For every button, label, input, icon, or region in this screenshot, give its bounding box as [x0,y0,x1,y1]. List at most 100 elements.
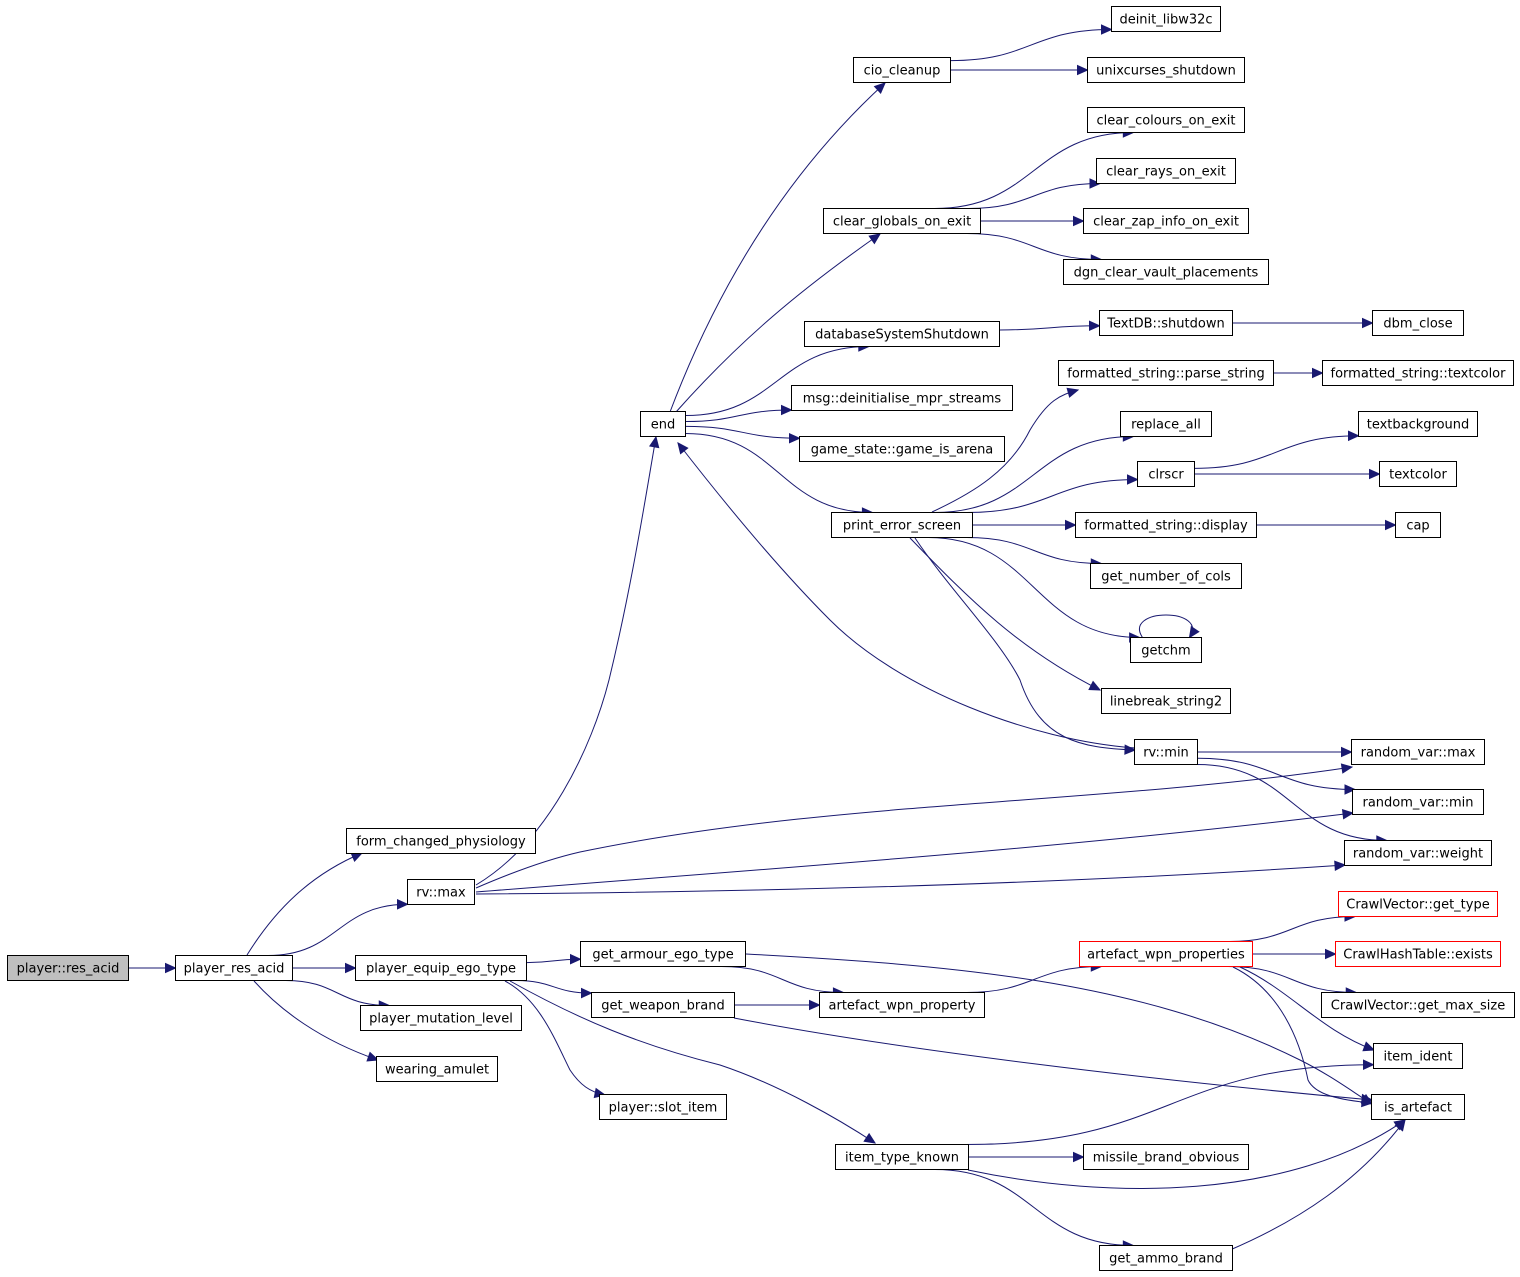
node-box[interactable] [1079,941,1253,967]
node-missile-brand-obvious[interactable]: missile_brand_obvious [1083,1144,1249,1170]
node-box[interactable] [1137,461,1195,487]
node-clear-rays-on-exit[interactable]: clear_rays_on_exit [1096,158,1236,184]
node-fs-display[interactable]: formatted_string::display [1075,512,1257,538]
node-msg-deinit[interactable]: msg::deinitialise_mpr_streams [791,385,1013,411]
node-box[interactable] [1322,360,1514,386]
node-box[interactable] [1358,411,1478,437]
node-random-var-weight[interactable]: random_var::weight [1344,840,1492,866]
node-box[interactable] [1395,512,1441,538]
node-box[interactable] [1083,1144,1249,1170]
node-box[interactable] [1075,512,1257,538]
node-box[interactable] [1096,158,1236,184]
node-box[interactable] [819,992,985,1018]
node-form-changed-physiology[interactable]: form_changed_physiology [346,828,536,854]
node-clear-zap-info-on-exit[interactable]: clear_zap_info_on_exit [1083,208,1249,234]
node-dbm-close[interactable]: dbm_close [1372,310,1464,336]
node-deinit-libw32c[interactable]: deinit_libw32c [1111,6,1221,32]
node-box[interactable] [799,436,1005,462]
node-player-slot-item[interactable]: player::slot_item [599,1094,727,1120]
node-replace-all[interactable]: replace_all [1120,411,1212,437]
node-box[interactable] [1090,563,1242,589]
node-box[interactable] [791,385,1013,411]
node-box[interactable] [1099,310,1233,336]
node-player-mutation-level[interactable]: player_mutation_level [360,1005,522,1031]
node-box[interactable] [1101,688,1231,714]
node-unixcurses-shutdown[interactable]: unixcurses_shutdown [1087,57,1245,83]
node-box[interactable] [1379,461,1457,487]
node-rv-max[interactable]: rv::max [407,879,475,905]
node-fs-parse-string[interactable]: formatted_string::parse_string [1058,360,1274,386]
node-box[interactable] [1321,992,1515,1018]
node-box[interactable] [1063,259,1269,285]
node-box[interactable] [175,955,293,981]
node-textdb-shutdown[interactable]: TextDB::shutdown [1099,310,1233,336]
node-print-error-screen[interactable]: print_error_screen [831,512,973,538]
node-fs-textcolor[interactable]: formatted_string::textcolor [1322,360,1514,386]
node-box[interactable] [1351,739,1485,765]
node-game-is-arena[interactable]: game_state::game_is_arena [799,436,1005,462]
node-box[interactable] [1058,360,1274,386]
node-box[interactable] [835,1144,969,1170]
node-is-artefact[interactable]: is_artefact [1371,1094,1465,1120]
node-cio-cleanup[interactable]: cio_cleanup [853,57,951,83]
node-box[interactable] [7,955,129,981]
node-box[interactable] [831,512,973,538]
node-cv-get-type[interactable]: CrawlVector::get_type [1338,891,1498,917]
node-item-type-known[interactable]: item_type_known [835,1144,969,1170]
node-linebreak-string2[interactable]: linebreak_string2 [1101,688,1231,714]
node-box[interactable] [376,1056,498,1082]
node-cv-get-max-size[interactable]: CrawlVector::get_max_size [1321,992,1515,1018]
node-box[interactable] [346,828,536,854]
node-box[interactable] [1372,310,1464,336]
node-box[interactable] [1087,57,1245,83]
node-box[interactable] [591,992,735,1018]
node-clear-colours-on-exit[interactable]: clear_colours_on_exit [1087,107,1245,133]
node-databaseSystemShutdown[interactable]: databaseSystemShutdown [804,321,1000,347]
node-box[interactable] [1338,891,1498,917]
node-box[interactable] [1344,840,1492,866]
node-box[interactable] [407,879,475,905]
node-random-var-min[interactable]: random_var::min [1352,789,1484,815]
node-box[interactable] [1111,6,1221,32]
node-player-equip-ego-type[interactable]: player_equip_ego_type [355,955,527,981]
node-artefact-wpn-property[interactable]: artefact_wpn_property [819,992,985,1018]
node-player-res-acid[interactable]: player_res_acid [175,955,293,981]
node-box[interactable] [804,321,1000,347]
node-rv-min[interactable]: rv::min [1134,739,1198,765]
node-box[interactable] [1134,739,1198,765]
node-cap[interactable]: cap [1395,512,1441,538]
node-box[interactable] [1371,1094,1465,1120]
node-artefact-wpn-properties[interactable]: artefact_wpn_properties [1079,941,1253,967]
node-box[interactable] [1120,411,1212,437]
node-box[interactable] [1083,208,1249,234]
node-box[interactable] [1087,107,1245,133]
node-box[interactable] [355,955,527,981]
node-get-armour-ego-type[interactable]: get_armour_ego_type [580,941,746,967]
node-dgn-clear-vault-placements[interactable]: dgn_clear_vault_placements [1063,259,1269,285]
node-get-weapon-brand[interactable]: get_weapon_brand [591,992,735,1018]
node-box[interactable] [1130,637,1202,663]
node-cht-exists[interactable]: CrawlHashTable::exists [1335,941,1501,967]
node-box[interactable] [1335,941,1501,967]
node-getchm[interactable]: getchm [1130,637,1202,663]
node-textcolor[interactable]: textcolor [1379,461,1457,487]
node-random-var-max[interactable]: random_var::max [1351,739,1485,765]
node-get-number-of-cols[interactable]: get_number_of_cols [1090,563,1242,589]
node-clrscr[interactable]: clrscr [1137,461,1195,487]
node-clear-globals-on-exit[interactable]: clear_globals_on_exit [823,208,981,234]
node-textbackground[interactable]: textbackground [1358,411,1478,437]
node-box[interactable] [823,208,981,234]
node-box[interactable] [1373,1043,1463,1069]
node-get-ammo-brand[interactable]: get_ammo_brand [1099,1245,1233,1271]
node-box[interactable] [580,941,746,967]
node-end[interactable]: end [640,411,686,437]
node-box[interactable] [1352,789,1484,815]
node-box[interactable] [360,1005,522,1031]
node-box[interactable] [853,57,951,83]
node-box[interactable] [640,411,686,437]
node-item-ident[interactable]: item_ident [1373,1043,1463,1069]
node-box[interactable] [1099,1245,1233,1271]
node-wearing-amulet[interactable]: wearing_amulet [376,1056,498,1082]
node-box[interactable] [599,1094,727,1120]
node-res-acid[interactable]: player::res_acid [7,955,129,981]
